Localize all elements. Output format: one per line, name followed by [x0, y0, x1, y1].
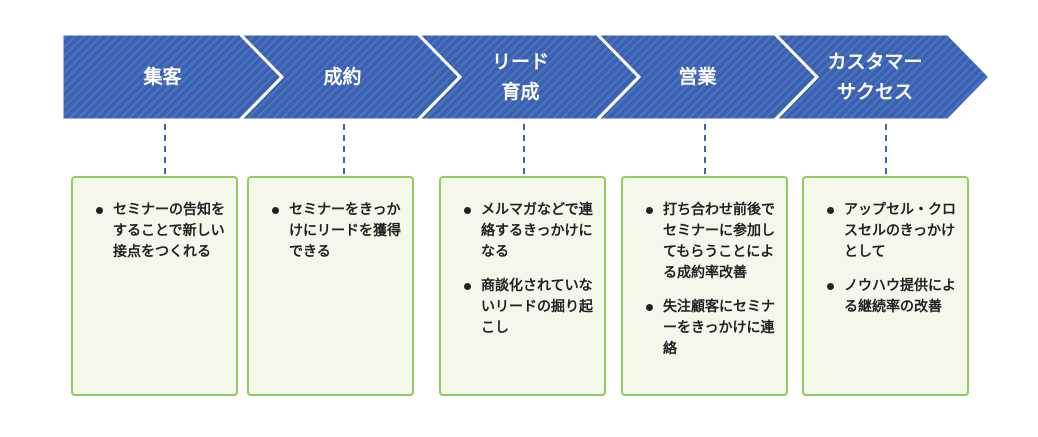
stage-card-customer-success: アップセル・クロスセルのきっかけとして ノウハウ提供による継続率の改善 [802, 176, 969, 396]
stage-title-line: 成約 [323, 66, 362, 88]
bullet-item: 商談化されていないリードの掘り起こし [464, 276, 594, 339]
bullet-item: 打ち合わせ前後でセミナーに参加してもらうことによる成約率改善 [646, 200, 776, 284]
bullet-item: セミナーをきっかけにリードを獲得できる [272, 200, 402, 263]
stage-title-line: 集客 [143, 66, 182, 88]
bullet-list: アップセル・クロスセルのきっかけとして ノウハウ提供による継続率の改善 [804, 178, 967, 318]
stage-card-acquisition: セミナーの告知をすることで新しい接点をつくれる [71, 176, 238, 396]
bullet-list: 打ち合わせ前後でセミナーに参加してもらうことによる成約率改善 失注顧客にセミナー… [623, 178, 786, 360]
bullet-item: 失注顧客にセミナーをきっかけに連絡 [646, 297, 776, 360]
stage-title-customer-success: カスタマー サクセス [800, 34, 950, 120]
bullet-item: ノウハウ提供による継続率の改善 [827, 276, 957, 318]
stage-title-conversion: 成約 [270, 34, 415, 120]
bullet-list: セミナーの告知をすることで新しい接点をつくれる [73, 178, 236, 263]
connector-line [343, 124, 345, 174]
bullet-item: メルマガなどで連絡するきっかけになる [464, 200, 594, 263]
stage-title-lead-nurturing: リード 育成 [448, 34, 593, 120]
chevron-customer-success [771, 32, 993, 122]
stage-title-line: 育成 [501, 81, 540, 103]
connector-line [523, 124, 525, 174]
stage-title-line: カスタマー [827, 51, 923, 73]
bullet-item: セミナーの告知をすることで新しい接点をつくれる [96, 200, 226, 263]
bullet-list: メルマガなどで連絡するきっかけになる 商談化されていないリードの掘り起こし [441, 178, 604, 339]
connector-line [885, 124, 887, 174]
stage-card-sales: 打ち合わせ前後でセミナーに参加してもらうことによる成約率改善 失注顧客にセミナー… [621, 176, 788, 396]
stage-card-conversion: セミナーをきっかけにリードを獲得できる [247, 176, 414, 396]
stage-title-sales: 営業 [625, 34, 770, 120]
connector-line [164, 124, 166, 174]
stage-title-acquisition: 集客 [90, 34, 235, 120]
stage-title-line: 営業 [678, 66, 717, 88]
bullet-item: アップセル・クロスセルのきっかけとして [827, 200, 957, 263]
connector-line [704, 124, 706, 174]
stage-title-line: サクセス [836, 81, 913, 103]
stage-card-lead-nurturing: メルマガなどで連絡するきっかけになる 商談化されていないリードの掘り起こし [439, 176, 606, 396]
stage-title-line: リード [491, 51, 549, 73]
bullet-list: セミナーをきっかけにリードを獲得できる [249, 178, 412, 263]
